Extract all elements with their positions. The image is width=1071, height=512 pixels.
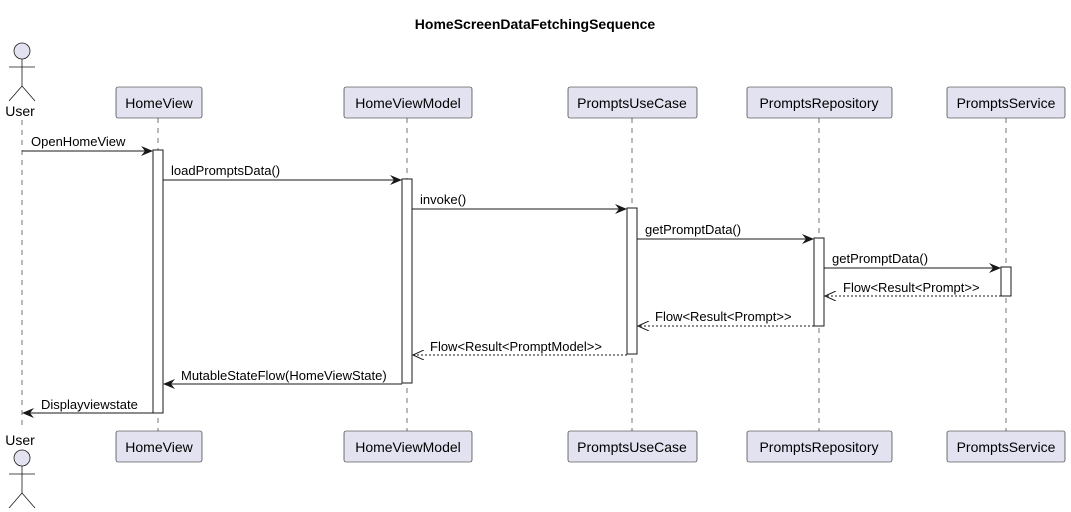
participant-promptsrepository-bottom: PromptsRepository	[746, 430, 893, 463]
participant-label: HomeViewModel	[355, 439, 461, 455]
participant-promptsrepository-top: PromptsRepository	[746, 86, 893, 119]
actor-icon	[8, 449, 36, 509]
activation-bars	[152, 149, 1012, 414]
message-label: getPromptData()	[645, 222, 741, 237]
activation-promptsusecase	[626, 207, 638, 355]
message-label: invoke()	[420, 192, 466, 207]
actor-user-top: User	[5, 42, 36, 119]
message-label: getPromptData()	[832, 251, 928, 266]
participant-label: PromptsRepository	[759, 439, 878, 455]
actor-user-bottom: User	[5, 432, 36, 509]
message-label: OpenHomeView	[31, 134, 126, 149]
message-open-home-view: OpenHomeView	[22, 134, 153, 156]
message-display-view-state: Displayviewstate	[22, 397, 153, 418]
participant-homeview-bottom: HomeView	[115, 430, 203, 463]
participant-label: HomeView	[125, 439, 193, 455]
message-label: MutableStateFlow(HomeViewState)	[181, 368, 387, 383]
lifelines	[21, 118, 1007, 432]
participant-homeviewmodel-bottom: HomeViewModel	[343, 430, 473, 463]
participant-label: HomeView	[125, 95, 193, 111]
activation-homeviewmodel	[401, 178, 413, 384]
message-label: Flow<Result<Prompt>>	[843, 280, 980, 295]
message-load-prompts-data: loadPromptsData()	[163, 163, 402, 185]
participant-promptsservice-bottom: PromptsService	[946, 430, 1066, 463]
participant-label: HomeViewModel	[355, 95, 461, 111]
participant-label: PromptsService	[957, 439, 1056, 455]
participant-label: PromptsService	[957, 95, 1056, 111]
participant-homeviewmodel-top: HomeViewModel	[343, 86, 473, 119]
message-get-prompt-data-service: getPromptData()	[824, 251, 1001, 273]
participant-label: PromptsUseCase	[577, 95, 687, 111]
message-flow-result-prompt-model: Flow<Result<PromptModel>>	[413, 339, 627, 355]
message-get-prompt-data-repo: getPromptData()	[637, 222, 814, 244]
participant-promptsservice-top: PromptsService	[946, 86, 1066, 119]
message-label: Flow<Result<PromptModel>>	[430, 339, 602, 354]
participant-label: PromptsRepository	[759, 95, 878, 111]
message-flow-result-prompt-service: Flow<Result<Prompt>>	[825, 280, 1001, 296]
actor-icon	[8, 42, 36, 102]
participant-homeview-top: HomeView	[115, 86, 203, 119]
message-flow-result-prompt-repo: Flow<Result<Prompt>>	[638, 309, 814, 326]
actor-label: User	[5, 103, 35, 119]
diagram-title: HomeScreenDataFetchingSequence	[415, 16, 656, 32]
participant-promptsusecase-top: PromptsUseCase	[567, 86, 698, 119]
message-label: Flow<Result<Prompt>>	[655, 309, 792, 324]
activation-homeview	[152, 149, 164, 414]
message-label: loadPromptsData()	[171, 163, 280, 178]
message-invoke: invoke()	[412, 192, 627, 214]
message-mutable-state-flow: MutableStateFlow(HomeViewState)	[163, 368, 402, 389]
participant-promptsusecase-bottom: PromptsUseCase	[567, 430, 698, 463]
message-label: Displayviewstate	[41, 397, 138, 412]
activation-promptsrepository	[813, 237, 825, 327]
activation-promptsservice	[1000, 266, 1012, 297]
participant-label: PromptsUseCase	[577, 439, 687, 455]
messages: OpenHomeView loadPromptsData() invoke() …	[22, 134, 1001, 418]
actor-label: User	[5, 432, 35, 448]
